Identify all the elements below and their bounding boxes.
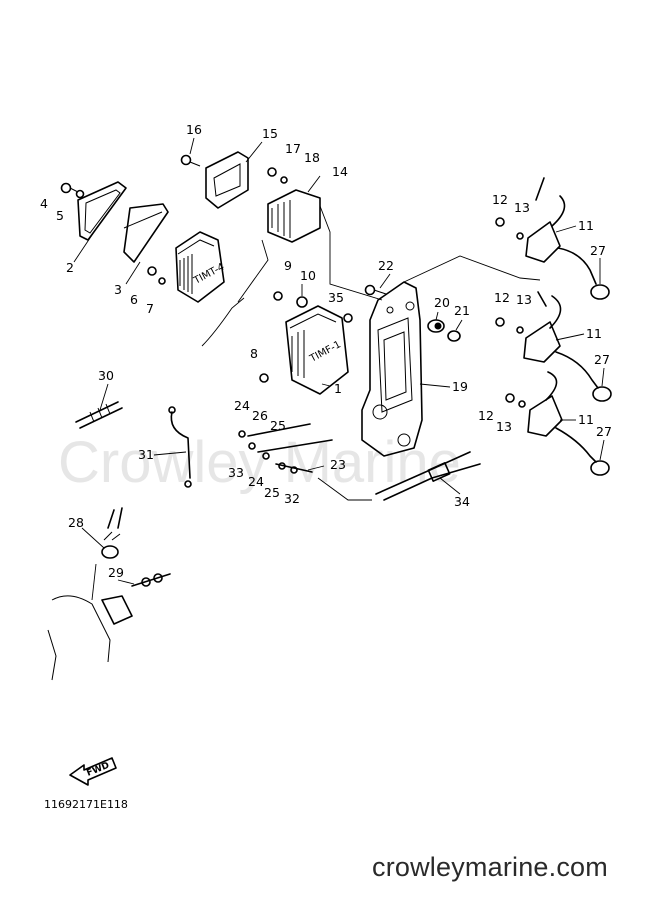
washer-5: [75, 189, 85, 199]
callout-13-middle: 13: [516, 292, 532, 307]
callout-24-upper: 24: [234, 398, 250, 413]
fwd-arrow-icon: FWD: [69, 757, 117, 786]
callout-24-lower: 24: [248, 474, 264, 489]
callout-7: 7: [146, 301, 154, 316]
sensor-28: [101, 507, 123, 559]
callout-14: 14: [332, 164, 348, 179]
callout-27-top: 27: [590, 243, 606, 258]
callout-18: 18: [304, 150, 320, 165]
cdi-unit-rear: TIMT-4: [175, 231, 226, 303]
callout-12-top: 12: [492, 192, 508, 207]
callout-3: 3: [114, 282, 122, 297]
callout-28: 28: [68, 515, 84, 530]
website-link[interactable]: crowleymarine.com: [372, 852, 608, 882]
callout-12-middle: 12: [494, 290, 510, 305]
leader-lines: [73, 137, 605, 601]
callout-25-upper: 25: [270, 418, 286, 433]
callout-27-middle: 27: [594, 352, 610, 367]
callout-33: 33: [228, 465, 244, 480]
callout-25-lower: 25: [264, 485, 280, 500]
wire-lead-assy: [238, 423, 333, 474]
part-code: 11692171E118: [44, 798, 128, 811]
callout-2: 2: [66, 260, 74, 275]
screw-16: [180, 154, 201, 167]
washer-10: [296, 296, 308, 308]
callout-32: 32: [284, 491, 300, 506]
screw-4: [60, 182, 79, 194]
bolt-22: [364, 284, 387, 296]
bolt-6: [147, 266, 157, 276]
engine-block-outline: [47, 595, 133, 681]
rectifier-14: [267, 189, 321, 243]
callout-11-middle: 11: [586, 326, 602, 341]
callout-21: 21: [454, 303, 470, 318]
washer-7: [158, 277, 166, 285]
callout-13-bottom: 13: [496, 419, 512, 434]
ignition-coil-middle: [523, 291, 612, 402]
nut-8: [259, 373, 269, 383]
grommet-20: [427, 319, 445, 333]
svg-text:TIMF-1: TIMF-1: [307, 339, 343, 365]
nut-35: [343, 313, 353, 323]
bracket-plate-19: [361, 281, 423, 457]
bracket-15: [205, 151, 249, 209]
bolt-29: [131, 573, 171, 587]
collar-21: [447, 330, 461, 342]
callout-1: 1: [334, 381, 342, 396]
screw-12: [495, 217, 515, 403]
callout-22: 22: [378, 258, 394, 273]
callout-31: 31: [138, 447, 154, 462]
ignition-coil-top: [525, 177, 610, 300]
washer-13: [516, 232, 526, 408]
callout-30: 30: [98, 368, 114, 383]
callout-19: 19: [452, 379, 468, 394]
callout-26: 26: [252, 408, 268, 423]
callout-17: 17: [285, 141, 301, 156]
callout-16: 16: [186, 122, 202, 137]
callout-23: 23: [330, 457, 346, 472]
callout-11-bottom: 11: [578, 412, 594, 427]
callout-5: 5: [56, 208, 64, 223]
screw-17: [267, 167, 277, 177]
bolt-9: [273, 291, 283, 301]
callout-4: 4: [40, 196, 48, 211]
wire-31: [168, 406, 192, 488]
watermark-text: Crowley Marine: [58, 430, 461, 495]
callout-35: 35: [328, 290, 344, 305]
callout-10: 10: [300, 268, 316, 283]
ignition-coil-bottom: [527, 371, 610, 476]
callout-8: 8: [250, 346, 258, 361]
callout-11-top: 11: [578, 218, 594, 233]
tube-30: [75, 401, 123, 429]
callout-27-bottom: 27: [596, 424, 612, 439]
callout-9: 9: [284, 258, 292, 273]
washer-18: [280, 176, 288, 184]
callout-20: 20: [434, 295, 450, 310]
callout-13-top: 13: [514, 200, 530, 215]
callout-12-bottom: 12: [478, 408, 494, 423]
wire-34: [375, 451, 481, 501]
gasket-plate: [77, 181, 169, 263]
callout-34: 34: [454, 494, 470, 509]
callout-15: 15: [262, 126, 278, 141]
callout-29: 29: [108, 565, 124, 580]
callout-6: 6: [130, 292, 138, 307]
